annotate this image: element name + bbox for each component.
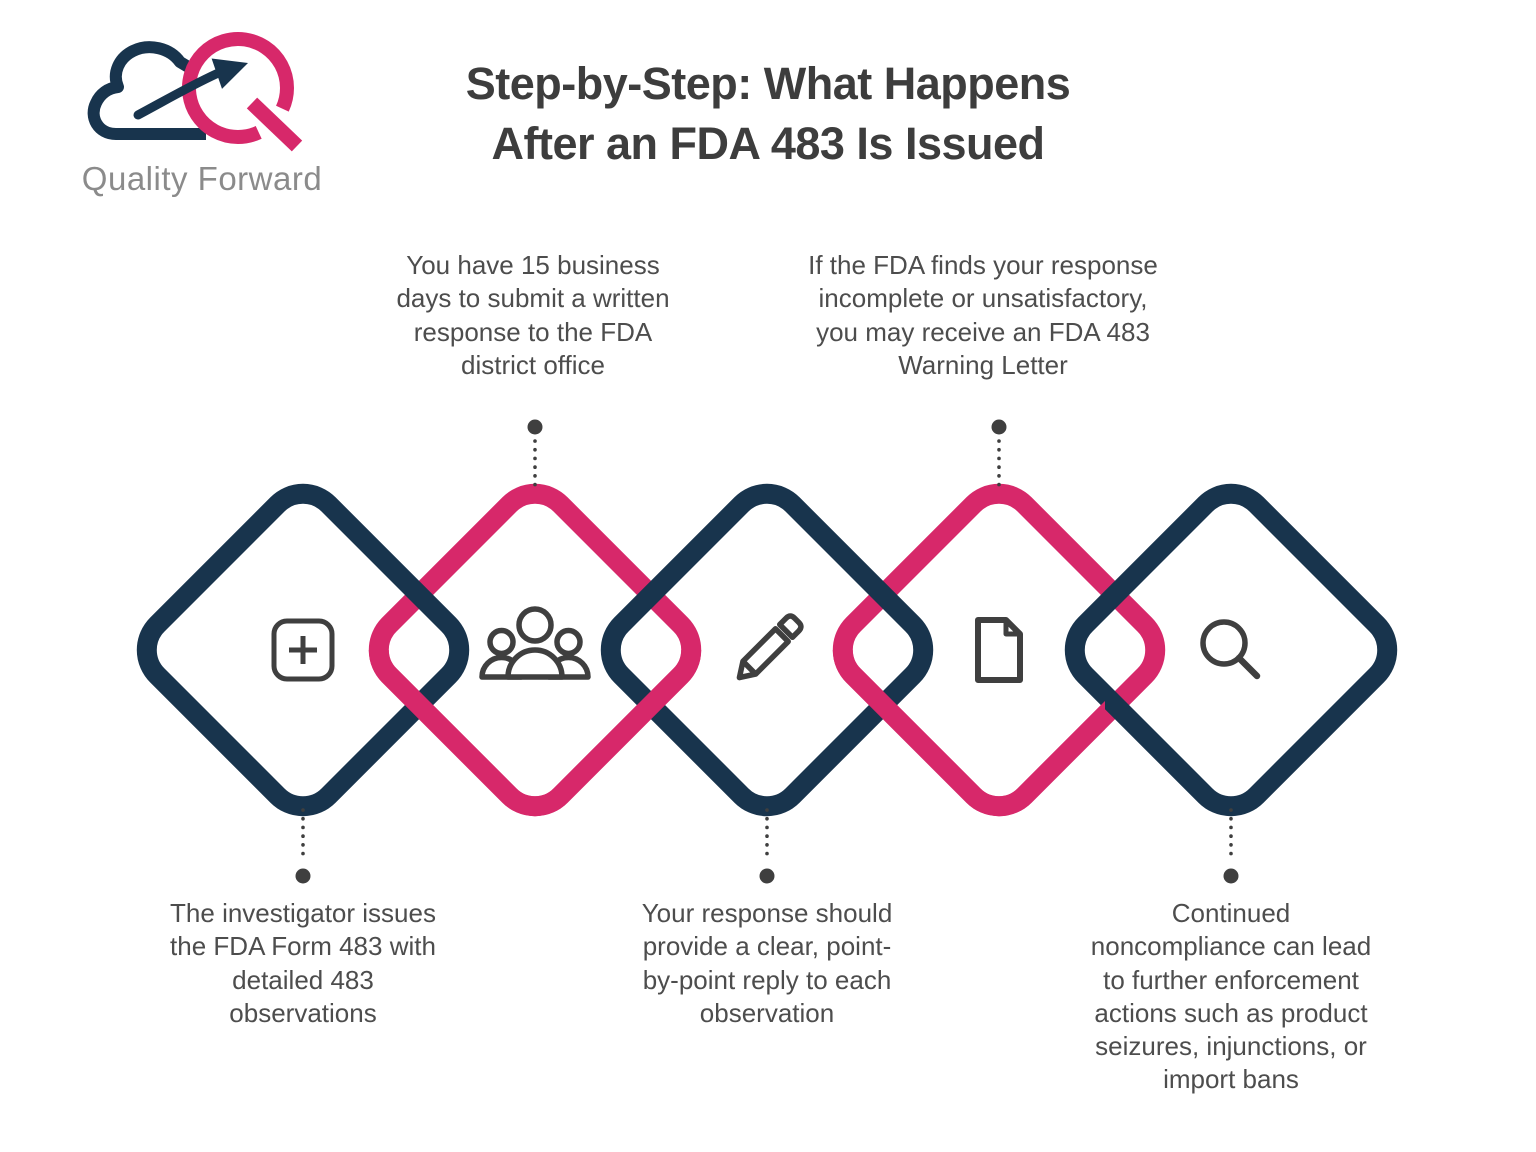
pink-diamonds-weave-over bbox=[368, 650, 1105, 817]
pencil-icon bbox=[736, 613, 804, 681]
step-5-description: Continued noncompliance can lead to furt… bbox=[1090, 898, 1372, 1095]
page-title: Step-by-Step: What Happens After an FDA … bbox=[0, 54, 1536, 174]
q-ring-icon bbox=[182, 32, 294, 144]
plus-square-icon bbox=[271, 618, 335, 682]
title-line-1: Step-by-Step: What Happens bbox=[465, 58, 1071, 109]
step-2-connector bbox=[527, 419, 543, 493]
step-3-description: Your response should provide a clear, po… bbox=[641, 898, 893, 1028]
people-group-icon bbox=[479, 606, 591, 680]
step-4-connector bbox=[991, 419, 1007, 493]
step-1-connector bbox=[295, 808, 311, 884]
step-5-connector bbox=[1223, 808, 1239, 884]
step-1-description: The investigator issues the FDA Form 483… bbox=[170, 898, 436, 1028]
step-4-description: If the FDA finds your response incomplet… bbox=[808, 250, 1158, 380]
step-2-description: You have 15 business days to submit a wr… bbox=[396, 250, 670, 380]
arrow-swoosh bbox=[133, 69, 222, 120]
title-line-2: After an FDA 483 Is Issued bbox=[491, 117, 1045, 169]
cloud-icon bbox=[87, 41, 206, 140]
logo-brand-name: Quality Forward bbox=[81, 160, 323, 197]
document-icon bbox=[975, 617, 1023, 683]
q-tail bbox=[246, 97, 303, 152]
quality-forward-logo bbox=[87, 32, 303, 152]
step-5-diamond bbox=[1064, 483, 1398, 817]
magnifier-icon bbox=[1200, 619, 1261, 680]
arrow-head-icon bbox=[211, 58, 248, 89]
step-3-connector bbox=[759, 808, 775, 884]
step-1-diamond bbox=[136, 483, 470, 817]
navy-diamonds bbox=[136, 483, 1398, 817]
step-3-diamond bbox=[600, 483, 934, 817]
